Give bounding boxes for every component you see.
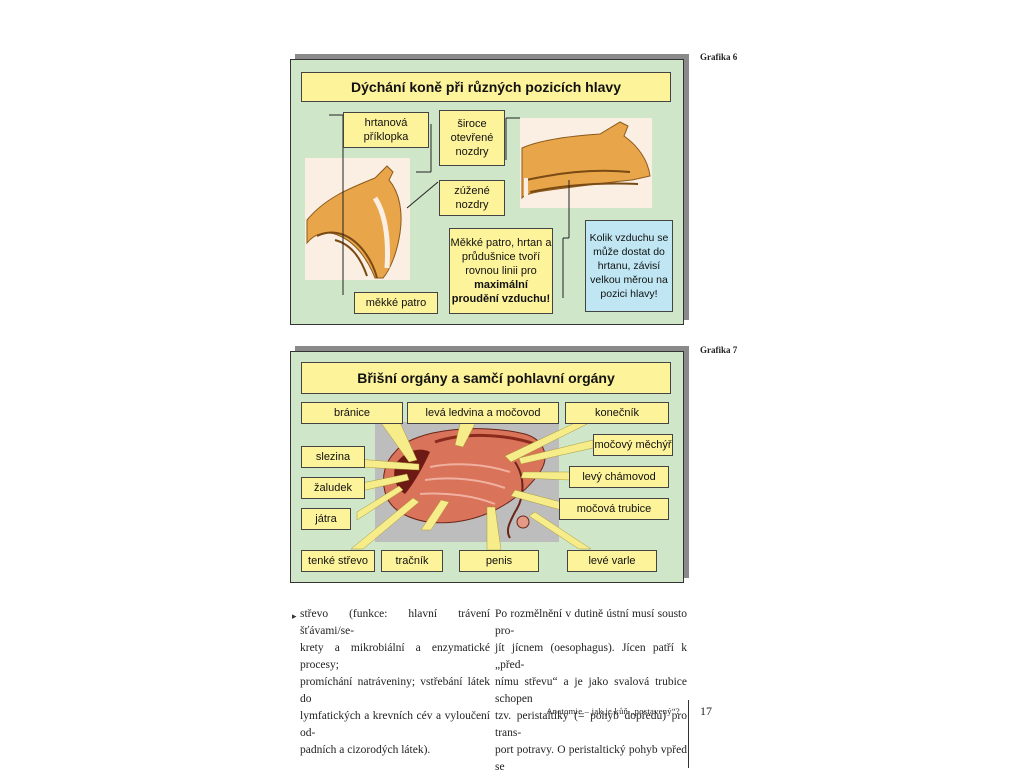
label-zaludek: žaludek xyxy=(301,477,365,499)
note-mekke-patro-text: Měkké patro, hrtan a průdušnice tvoří ro… xyxy=(450,237,552,277)
grafika-6-title: Dýchání koně při různých pozicích hlavy xyxy=(301,72,671,102)
footer-divider xyxy=(688,700,689,768)
horse-head-extended-drawing xyxy=(520,118,652,208)
text-column-left: střevo (funkce: hlavní trávení šťávami/s… xyxy=(300,608,490,756)
grafika-6-label: Grafika 6 xyxy=(700,52,738,62)
label-penis: penis xyxy=(459,550,539,572)
label-levy-chamovod: levý chámovod xyxy=(569,466,669,488)
text-column-right: Po rozmělnění v dutině ústní musí sousto… xyxy=(495,608,687,773)
label-jatra: játra xyxy=(301,508,351,530)
bullet-icon: ▸ xyxy=(292,611,297,621)
label-branice: bránice xyxy=(301,402,403,424)
label-tracnik: tračník xyxy=(381,550,443,572)
label-leva-ledvina-a-mocovod: levá ledvina a močovod xyxy=(407,402,559,424)
grafika-7-connectors xyxy=(350,419,594,551)
label-konecnik: konečník xyxy=(565,402,669,424)
grafika-7-label: Grafika 7 xyxy=(700,345,738,355)
label-zuzene-nozdry: zúžené nozdry xyxy=(439,180,505,216)
note-mekke-patro-linie: Měkké patro, hrtan a průdušnice tvoří ro… xyxy=(449,228,553,314)
label-mocova-trubice: močová trubice xyxy=(559,498,669,520)
label-tenke-strevo: tenké střevo xyxy=(301,550,375,572)
grafika-6-panel: Dýchání koně při různých pozicích hlavy xyxy=(290,59,684,325)
page-number: 17 xyxy=(700,704,712,718)
label-mocovy-mechyr: močový měchýř xyxy=(593,434,673,456)
label-mekke-patro: měkké patro xyxy=(354,292,438,314)
note-kolik-vzduchu: Kolik vzduchu se může dostat do hrtanu, … xyxy=(585,220,673,312)
horse-head-lowered-drawing xyxy=(305,158,410,280)
note-mekke-patro-emphasis: maximální proudění vzduchu! xyxy=(451,279,551,305)
label-slezina: slezina xyxy=(301,446,365,468)
label-siroce-otevrene-nozdry: široce otevřené nozdry xyxy=(439,110,505,166)
label-hrtanova-priklopka: hrtanová příklopka xyxy=(343,112,429,148)
label-leve-varle: levé varle xyxy=(567,550,657,572)
grafika-7-panel: Břišní orgány a samčí pohlavní orgány br… xyxy=(290,351,684,583)
grafika-7-title: Břišní orgány a samčí pohlavní orgány xyxy=(301,362,671,394)
running-footer-title: Anatomie – jak je kůň „postavený“? xyxy=(546,706,680,716)
